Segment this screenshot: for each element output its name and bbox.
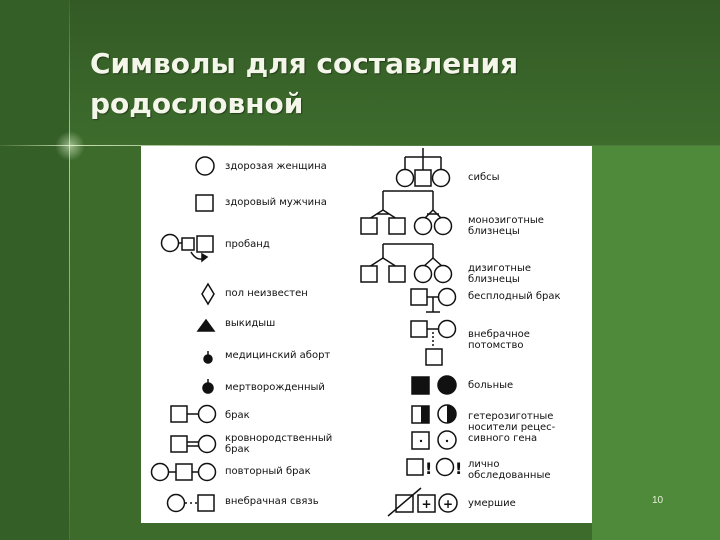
label-affected: больные [468, 380, 514, 391]
extramarital-offspring-symbol [410, 319, 457, 366]
page-number: 10 [652, 495, 664, 506]
stillborn-symbol [202, 379, 214, 394]
personally-examined-symbol: ! ! [406, 457, 462, 478]
healthy-female-symbol [195, 156, 215, 176]
label-consanguineous-marriage: кровнородственный брак [225, 433, 333, 455]
dizygotic-twins-symbol [360, 243, 453, 284]
svg-text:+: + [443, 497, 453, 511]
heterozygous-carrier-symbol [411, 404, 457, 424]
decorative-glow [55, 131, 85, 161]
label-proband: пробанд [225, 239, 270, 250]
medical-abortion-symbol [203, 351, 213, 364]
marriage-symbol [170, 404, 217, 424]
decorative-vertical-line [69, 0, 70, 540]
monozygotic-twins-symbol [360, 190, 453, 236]
unknown-sex-symbol [201, 282, 215, 306]
affected-symbol [411, 375, 457, 395]
svg-text:+: + [421, 497, 431, 511]
label-healthy-female: здорозая женщина [225, 161, 327, 172]
label-deceased: умершие [468, 498, 516, 509]
decorative-horizontal-line [0, 145, 720, 146]
pedigree-symbols-image: ! ! + + здорозая женщина здоровый мужчин… [141, 146, 592, 523]
siblings-symbol [395, 148, 451, 188]
heterozygote-sexlinked-symbol [411, 430, 457, 450]
label-miscarriage: выкидыш [225, 318, 276, 329]
label-extramarital-relation: внебрачная связь [225, 496, 319, 507]
svg-text:!: ! [425, 459, 432, 478]
infertile-marriage-symbol [410, 287, 457, 313]
label-remarriage: повторный брак [225, 466, 311, 477]
slide-background-top [70, 0, 720, 146]
label-marriage: брак [225, 410, 250, 421]
label-extramarital-offspring: внебрачное потомство [468, 329, 530, 351]
slide-title: Символы для составления родословной [90, 47, 519, 120]
label-dizygotic-twins: дизиготные близнецы [468, 263, 532, 285]
slide-background-right [592, 146, 720, 540]
pedigree-symbols-drawing: ! ! + + [150, 148, 462, 517]
slide-background-left [0, 0, 70, 540]
label-unknown-sex: пол неизвестен [225, 288, 308, 299]
consanguineous-marriage-symbol [170, 434, 217, 454]
proband-symbol [160, 233, 214, 263]
label-heterozygous-carriers: гетерозиготные носители рецес-сивного ге… [468, 411, 556, 444]
label-infertile-marriage: бесплодный брак [468, 291, 561, 302]
label-personally-examined: лично обследованные [468, 459, 551, 481]
svg-text:!: ! [455, 459, 462, 478]
deceased-symbol: + + [387, 487, 458, 517]
extramarital-relation-symbol [166, 493, 215, 513]
label-medical-abortion: медицинский аборт [225, 350, 331, 361]
miscarriage-symbol [196, 318, 216, 332]
healthy-male-symbol [195, 194, 214, 212]
remarriage-symbol [150, 462, 217, 482]
label-siblings: сибсы [468, 172, 500, 183]
label-monozygotic-twins: монозиготные близнецы [468, 215, 544, 237]
label-healthy-male: здоровый мужчина [225, 197, 327, 208]
label-stillborn: мертворожденный [225, 382, 325, 393]
